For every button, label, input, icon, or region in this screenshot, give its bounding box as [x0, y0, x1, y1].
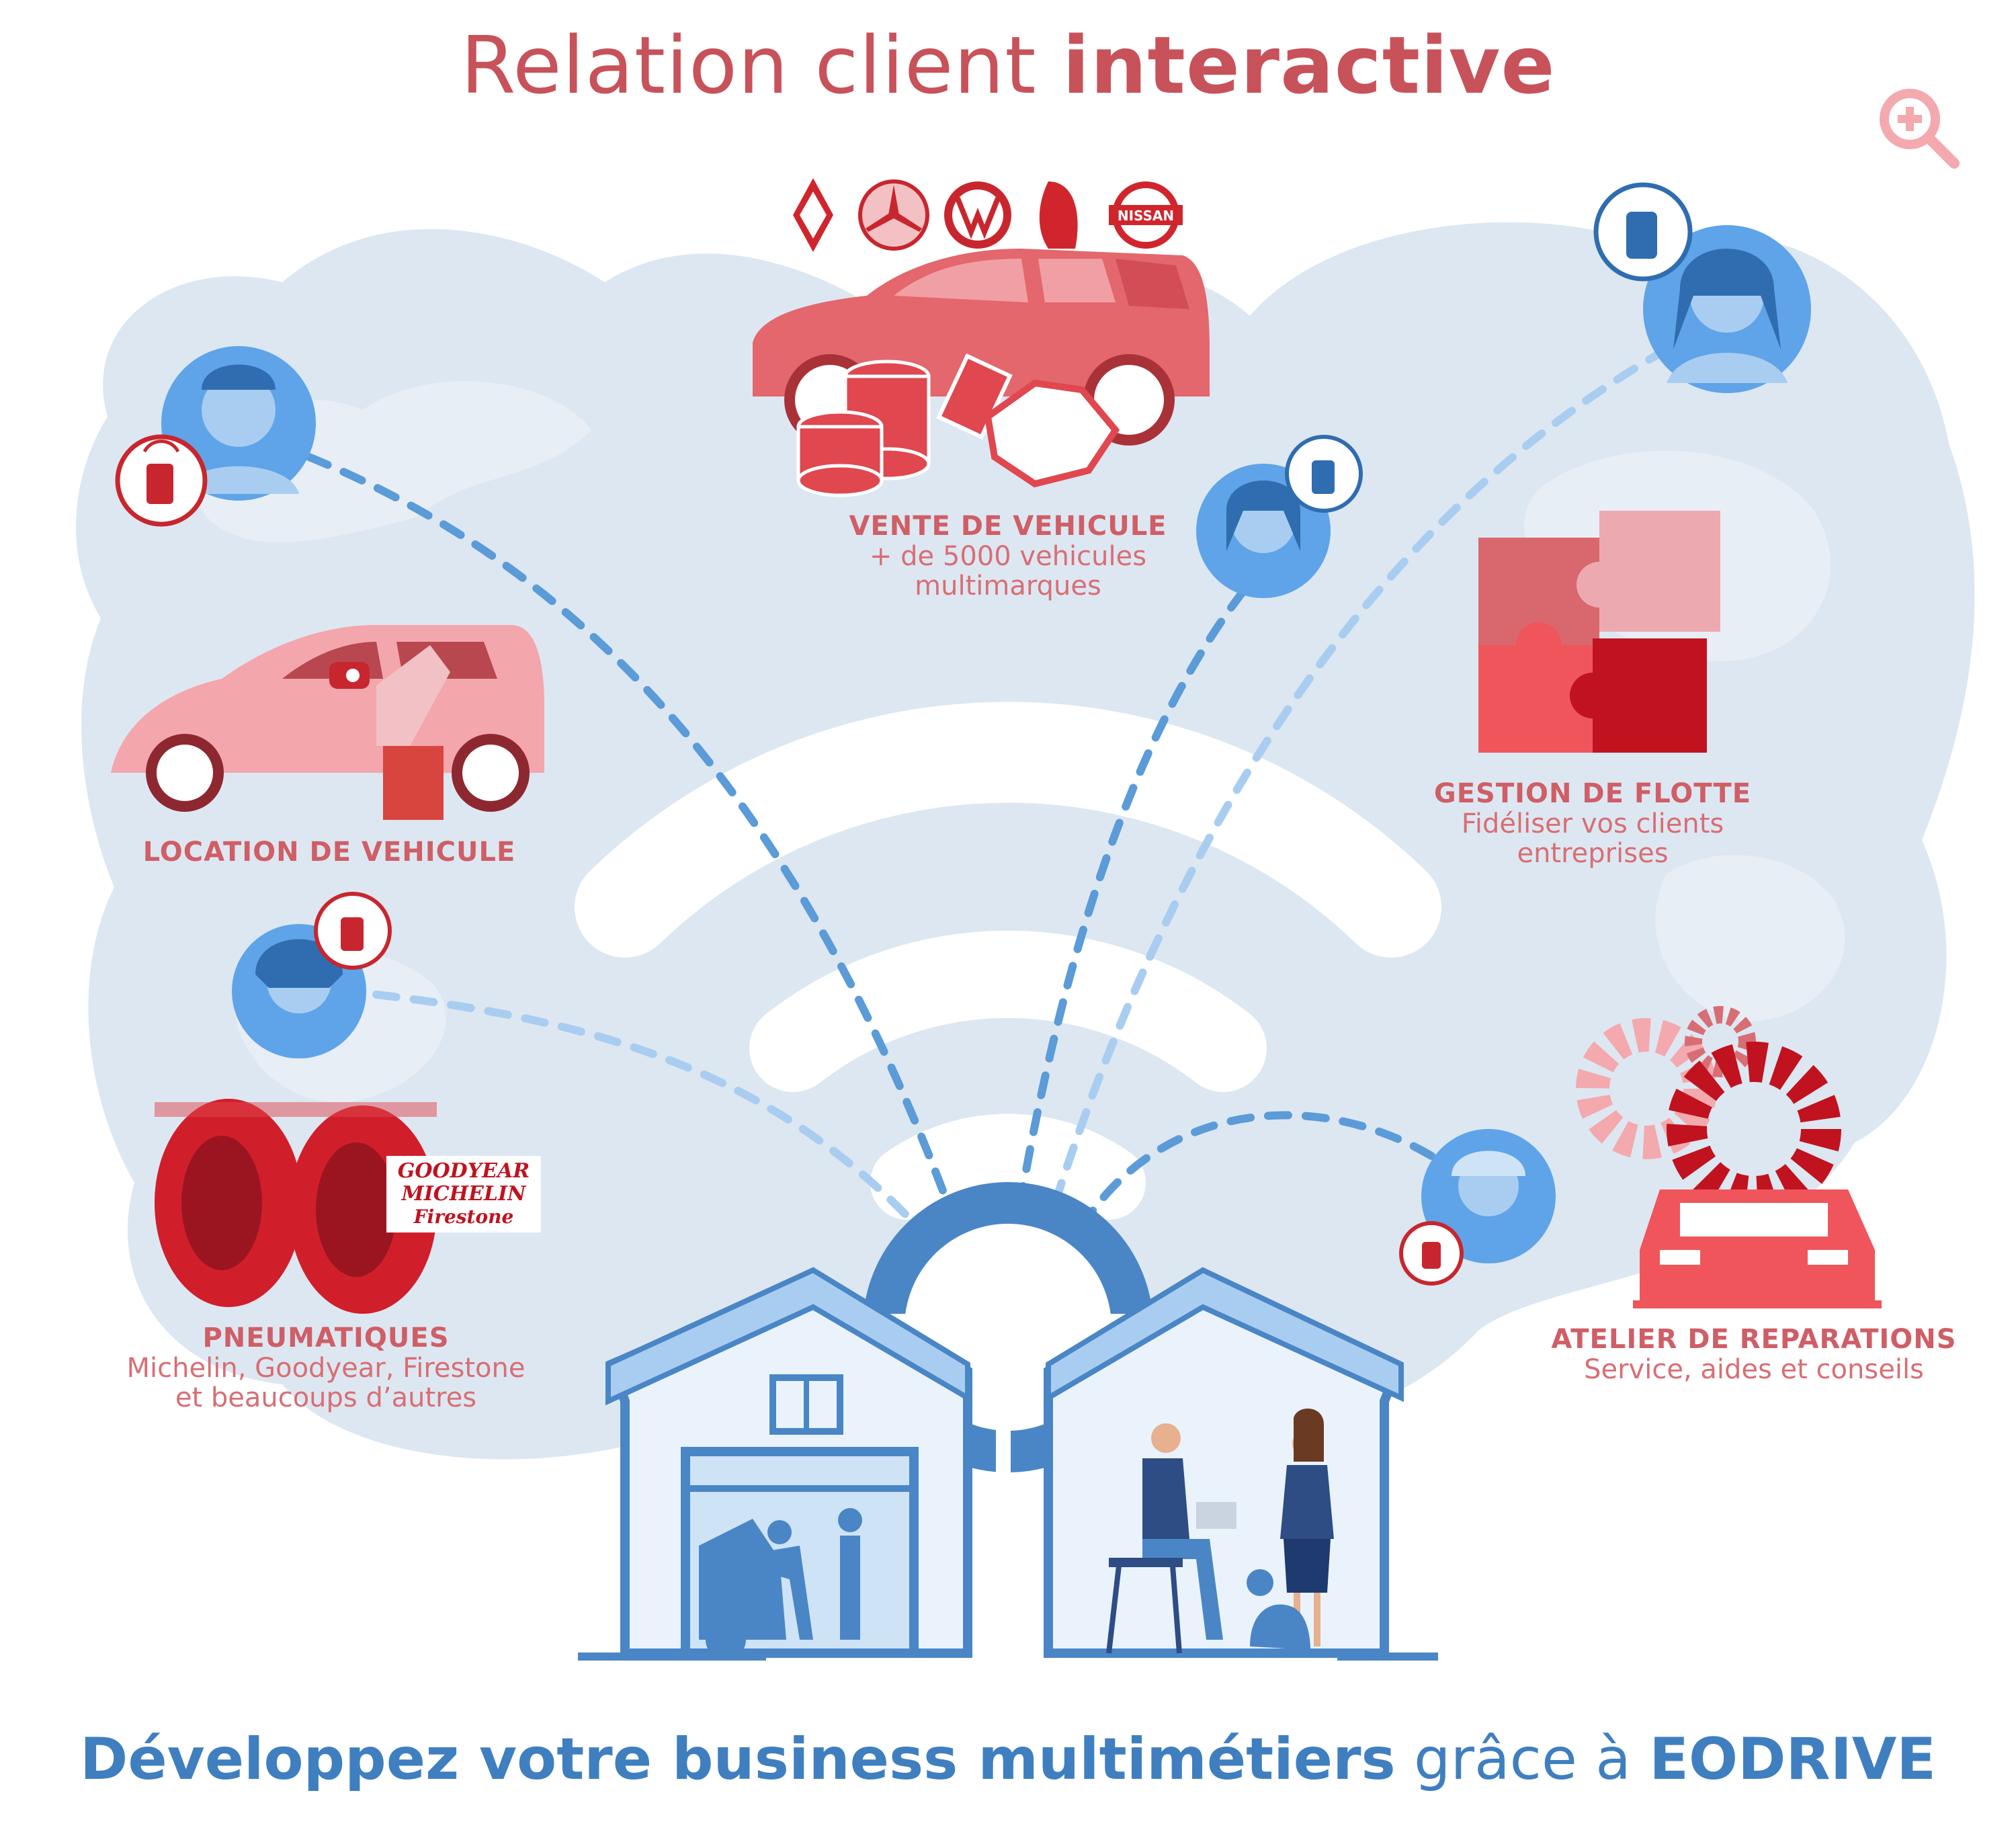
service-pneus-title: PNEUMATIQUES: [202, 1323, 450, 1353]
tire-brands: GOODYEAR MICHELIN Firestone: [386, 1156, 541, 1232]
key-icon: [329, 662, 370, 689]
tagline-regular: grâce à: [1414, 1726, 1631, 1793]
service-flotte: GESTION DE FLOTTE Fidéliser vos clients …: [1357, 778, 1828, 868]
repair-car-illustration: [1633, 1189, 1882, 1308]
title-bold: interactive: [1062, 19, 1556, 112]
rental-car-illustration: [111, 625, 544, 820]
volkswagen-logo: [944, 181, 1011, 249]
wifi-icon: [575, 702, 1441, 1220]
avatar: [1643, 225, 1811, 393]
gears-icon: [1576, 1006, 1841, 1216]
nissan-logo-text: NISSAN: [1118, 208, 1174, 224]
phone-signal-icon: [1399, 1221, 1464, 1286]
service-vente-line2: multimarques: [915, 571, 1101, 601]
service-pneus-line2: et beaucoups d’autres: [175, 1382, 477, 1413]
service-vente: VENTE DE VEHICULE + de 5000 vehicules mu…: [773, 511, 1243, 601]
service-vente-title: VENTE DE VEHICULE: [849, 511, 1167, 542]
nissan-logo: NISSAN: [1109, 181, 1183, 249]
mercedes-logo: [858, 179, 929, 251]
peugeot-logo: [1039, 181, 1078, 249]
service-atelier-title: ATELIER DE REPARATIONS: [1551, 1324, 1957, 1355]
page-title: Relation client interactive: [0, 19, 2016, 112]
tagline-bold2: EODRIVE: [1649, 1726, 1937, 1793]
office-building: [1044, 1267, 1438, 1661]
sales-car-illustration: [753, 249, 1210, 497]
service-atelier: ATELIER DE REPARATIONS Service, aides et…: [1499, 1324, 2009, 1384]
brand-michelin: MICHELIN: [401, 1182, 526, 1206]
brand-firestone: Firestone: [413, 1206, 514, 1228]
connection-lines: [305, 345, 1671, 1227]
garage-building: [578, 1267, 972, 1661]
service-pneus-line1: Michelin, Goodyear, Firestone: [126, 1353, 526, 1384]
avatar: [1421, 1129, 1556, 1263]
renault-logo: [793, 178, 833, 252]
service-location: LOCATION DE VEHICULE: [94, 837, 564, 868]
phone-signal-icon: [115, 434, 208, 527]
service-flotte-line1: Fidéliser vos clients: [1461, 808, 1724, 839]
service-flotte-title: GESTION DE FLOTTE: [1433, 778, 1752, 809]
service-atelier-line1: Service, aides et conseils: [1584, 1354, 1924, 1385]
phone-signal-icon: [1285, 435, 1363, 513]
phone-badges: [115, 182, 1693, 1286]
title-regular: Relation client: [460, 19, 1037, 112]
tagline-bold1: Développez votre business multimétiers: [79, 1726, 1396, 1793]
phone-signal-icon: [314, 892, 392, 970]
service-pneus: PNEUMATIQUES Michelin, Goodyear, Firesto…: [74, 1323, 578, 1413]
handshake-icon: [936, 353, 1120, 488]
phone-signal-icon: [1593, 182, 1693, 282]
coins-stack: [796, 360, 931, 497]
service-location-title: LOCATION DE VEHICULE: [142, 837, 516, 868]
brand-goodyear: GOODYEAR: [397, 1159, 530, 1183]
service-flotte-line2: entreprises: [1517, 838, 1669, 869]
car-logos: NISSAN: [793, 178, 1183, 252]
service-vente-line1: + de 5000 vehicules: [869, 541, 1147, 572]
zoom-plus-icon[interactable]: [1875, 84, 1962, 171]
tagline: Développez votre business multimétiers g…: [0, 1726, 2016, 1793]
zoom-plus-glyph: [1880, 89, 1960, 169]
puzzle-icon: [1478, 511, 1720, 753]
